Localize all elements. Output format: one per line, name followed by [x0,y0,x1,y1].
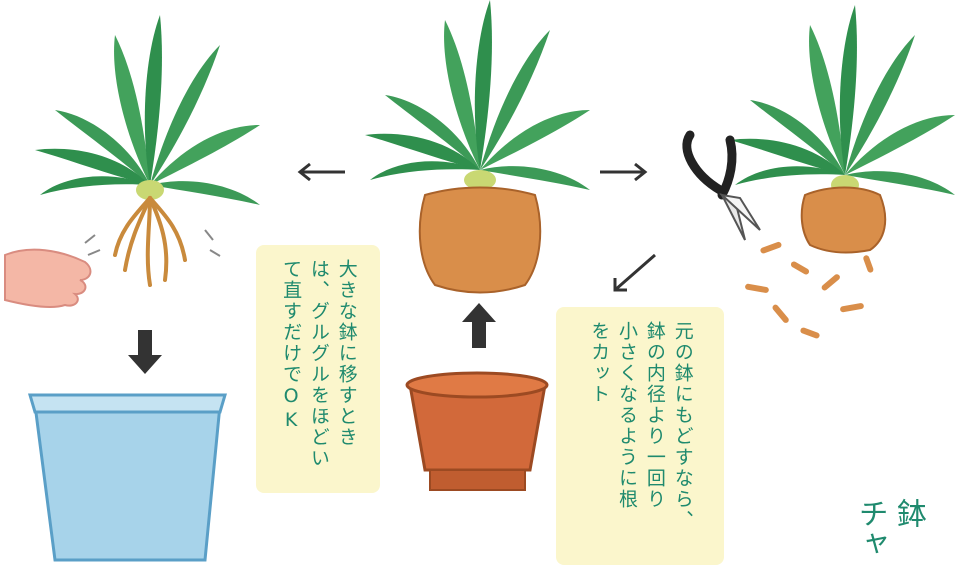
plant-trimmed [730,5,955,254]
note-line: は、グルグルをほどい [307,259,330,469]
plant-root-ball [365,0,590,294]
note-line: 元の鉢にもどすなら、 [671,321,694,531]
shake-marks [84,229,221,257]
arrow-down-icon [128,330,162,374]
note-same-pot: 元の鉢にもどすなら、 鉢の内径より一回り 小さくなるように根 をカット [556,307,724,565]
cut-roots [745,241,874,339]
corner-heading: 鉢 チャ [852,498,927,558]
pot [405,371,549,491]
note-line: て直すだけでOK [280,259,303,433]
plant-loosened [35,15,260,287]
arrow-down-left-icon [613,253,656,292]
bucket [27,393,228,562]
note-line: をカット [588,321,611,405]
note-line: 小さくなるように根 [616,321,638,510]
hand-icon [4,248,92,309]
note-enlarge-pot: 大きな鉢に移すとき は、グルグルをほどい て直すだけでOK [256,245,380,493]
arrow-left-icon [297,162,345,182]
note-line: 鉢の内径より一回り [643,321,666,510]
scissors-icon [682,130,761,241]
arrow-right-icon [600,162,648,182]
arrow-up-icon [462,303,496,348]
note-line: 大きな鉢に移すとき [335,259,358,448]
corner-line: チャ [852,498,888,558]
corner-line: 鉢 [891,498,926,528]
